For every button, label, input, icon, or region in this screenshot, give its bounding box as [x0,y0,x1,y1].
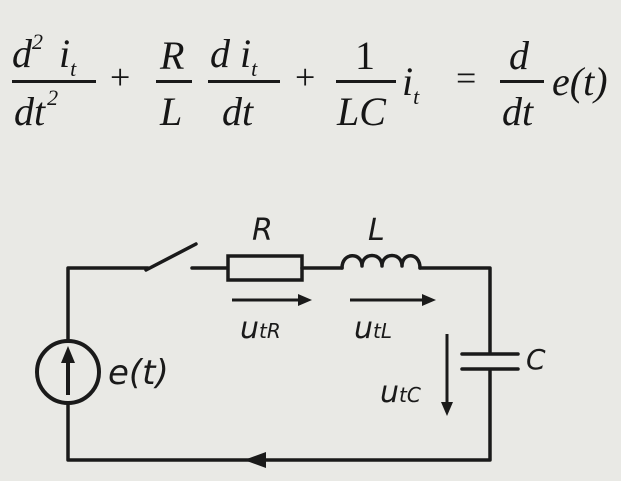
term2-numerator: d it [210,34,257,80]
inductor-coil [340,253,422,270]
differential-equation: d2 it dt2 + R L d it dt + 1 LC it = d dt [0,0,621,150]
rhs-function: e(t) [552,59,608,104]
term2-fraction-bar [208,80,280,83]
u-tL-label: utL [354,314,392,344]
bottom-wire-arrow-head [244,452,266,468]
u-tC-main: u [380,375,400,410]
rhs-fraction-bar [500,80,544,83]
u-tC-label: utC [380,378,421,408]
wire-right [418,266,492,354]
term3-i: i [402,59,414,104]
voltage-source-circle [35,339,101,405]
source-label: e(t) [108,353,169,393]
inductor-label: L [368,213,385,248]
term1-num-subscript: t [70,56,77,81]
coef1-denominator: L [160,89,183,134]
u-tR-label: utR [240,314,281,344]
source-arrow-head [61,346,75,363]
term3: it [402,62,419,108]
coef2-fraction-bar [336,80,396,83]
term1-fraction-bar [12,80,96,83]
equals-sign: = [456,58,477,98]
u-tL-subscript: tL [373,319,392,343]
resistor-body [226,254,304,282]
plus-sign-2: + [295,57,316,97]
coef2-numerator: 1 [355,33,375,78]
term1-den-exponent: 2 [47,84,59,110]
term1-numerator: d2 it [12,30,77,81]
term3-subscript: t [413,84,420,109]
plus-sign-1: + [110,57,131,97]
u-tR-subscript: tR [259,319,281,343]
coef1-fraction-bar [156,80,192,83]
coef1-numerator: R [160,33,185,78]
u-tC-subscript: tC [399,383,421,407]
capacitor-label: C [526,343,546,376]
switch-blade [144,242,198,272]
term2-num-text: d i [210,31,252,76]
u-tL-main: u [354,311,374,346]
term1-num-exponent: 2 [32,28,43,54]
resistor-label: R [252,213,273,248]
wire-left [66,266,150,343]
term1-den-dt: dt [14,89,46,134]
u-tC-arrow-head [441,402,453,416]
rhs-numerator: d [509,33,529,78]
u-tR-main: u [240,311,260,346]
rhs-denominator: dt [502,89,534,134]
term1-num-i: i [59,31,71,76]
u-tL-arrow-head [422,294,436,306]
term2-denominator: dt [222,89,254,134]
term1-denominator: dt2 [14,86,58,134]
wire-left-bottom [66,369,492,462]
u-tR-arrow-head [298,294,312,306]
term2-num-subscript: t [251,56,258,81]
coef2-denominator: LC [337,89,386,134]
term1-num-d: d [12,31,32,76]
